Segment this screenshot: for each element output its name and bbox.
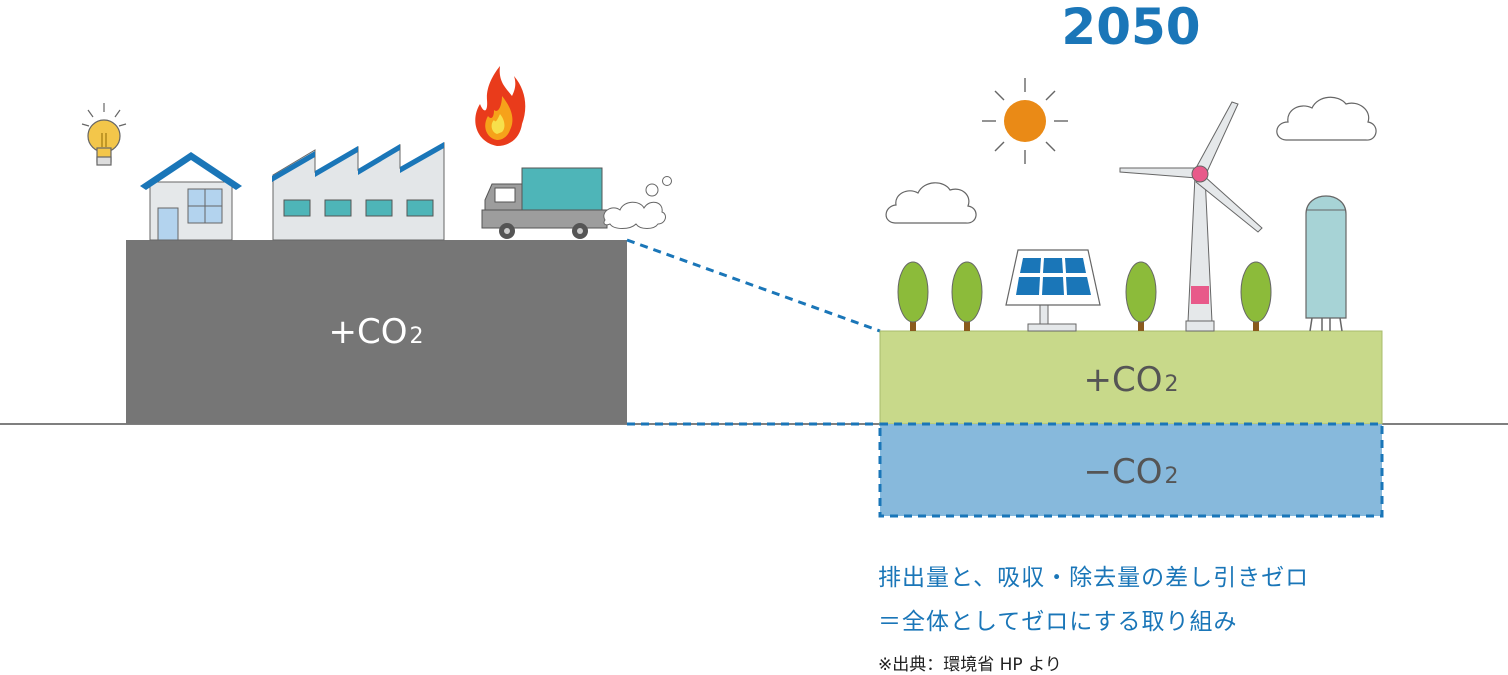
cloud-icon-left — [885, 182, 977, 224]
minus-co2-label: −CO2 — [1084, 452, 1179, 492]
fire-icon — [475, 66, 526, 146]
factory-icon — [272, 142, 445, 241]
current-emissions-block — [126, 240, 627, 424]
plus-co2-label: +CO2 — [1084, 360, 1179, 400]
source-note: ※出典：環境省 HP より — [878, 655, 1062, 675]
minus-co2-block — [878, 422, 1384, 518]
sun-icon — [982, 78, 1068, 164]
light-bulb-icon — [81, 103, 127, 166]
tree-icon — [1125, 261, 1157, 331]
plus-co2-block — [879, 330, 1383, 425]
wind-turbine-icon — [1119, 101, 1263, 332]
exhaust-smoke-icon — [603, 176, 672, 229]
cloud-icon-right — [1276, 96, 1377, 141]
tree-icon — [897, 261, 929, 331]
storage-tank-icon — [1305, 195, 1347, 332]
truck-icon — [481, 167, 608, 239]
current-emissions-label: +CO2 — [329, 312, 424, 352]
dashed-connector-top — [626, 238, 881, 333]
year-title: 2050 — [1061, 0, 1200, 56]
solar-panel-icon — [1005, 249, 1101, 332]
house-icon — [140, 152, 242, 241]
tree-icon — [1240, 261, 1272, 331]
caption-line-2: ＝全体としてゼロにする取り組み — [878, 609, 1238, 635]
tree-icon — [951, 261, 983, 331]
caption-line-1: 排出量と、吸収・除去量の差し引きゼロ — [878, 565, 1310, 591]
